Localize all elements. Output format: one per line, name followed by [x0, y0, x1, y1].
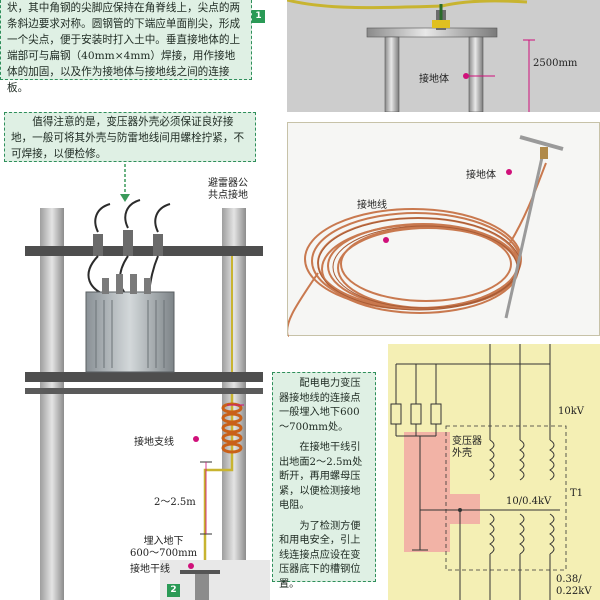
pointer-dot [188, 563, 194, 569]
pointer-dot [383, 237, 389, 243]
hv-label: 10kV [558, 406, 585, 417]
buried-label-line-2: 600～700mm [130, 548, 198, 559]
arrester-label-line-1: 避雷器公 [208, 178, 248, 189]
ground-wire-label: 接地线 [357, 200, 387, 211]
lv-label: 0.38/ 0.22kV [556, 574, 592, 598]
step-2-badge: 2 [167, 584, 180, 597]
pointer-dot [193, 436, 199, 442]
side-note: 配电电力变压器接地线的连接点一般埋入地下600～700mm处。 在接地干线引出地… [272, 372, 376, 590]
side-note-para-1: 配电电力变压器接地线的连接点一般埋入地下600～700mm处。 [279, 378, 361, 433]
transformer-label: T1 [570, 488, 584, 499]
ground-body-label-1: 接地体 [419, 74, 449, 85]
ground-rod-photo [287, 0, 600, 112]
pointer-dot [463, 73, 469, 79]
side-note-para-3: 为了检测方便和用电安全，引上线连接点应设在变压器底下的槽钢位置。 [279, 520, 361, 590]
warning-note-text: 值得注意的是，变压器外壳必须保证良好接地，一般可将其外壳与防雷地线间用螺栓拧紧，… [11, 116, 245, 160]
step-1-badge: 1 [252, 10, 265, 23]
buried-depth-label: 埋入地下 600～700mm [130, 536, 197, 560]
ground-wire-photo [287, 122, 600, 337]
pole-transformer-illustration [25, 164, 270, 600]
shell-label-line-2: 外壳 [452, 448, 472, 459]
shell-label-line-1: 变压器 [452, 436, 482, 447]
lv-label-line-2: 0.22kV [556, 586, 592, 597]
shell-label: 变压器 外壳 [452, 436, 482, 460]
depth-label: 2500mm [533, 58, 578, 69]
installation-note-text: 状，其中角钢的尖脚应保持在角脊线上，尖点的两条斜边要求对称。圆钢管的下端应单面削… [7, 2, 241, 94]
arrester-common-point-label: 避雷器公 共点接地 [208, 178, 248, 202]
arrester-label-line-2: 共点接地 [208, 190, 248, 201]
installation-note: 状，其中角钢的尖脚应保持在角脊线上，尖点的两条斜边要求对称。圆钢管的下端应单面削… [0, 0, 252, 94]
ground-body-label-2: 接地体 [466, 170, 496, 181]
lv-label-line-1: 0.38/ [556, 574, 582, 585]
ratio-label: 10/0.4kV [506, 496, 552, 507]
side-note-para-2: 在接地干线引出地面2～2.5m处断开，再用螺母压紧，以便检测接地电阻。 [279, 442, 363, 511]
height-label: 2～2.5m [154, 497, 196, 508]
warning-note: 值得注意的是，变压器外壳必须保证良好接地，一般可将其外壳与防雷地线间用螺栓拧紧，… [4, 112, 256, 162]
branch-wire-label: 接地支线 [134, 437, 174, 448]
trunk-wire-label: 接地干线 [130, 564, 170, 575]
pointer-dot [506, 169, 512, 175]
transformer-schematic [388, 344, 600, 600]
buried-label-line-1: 埋入地下 [143, 536, 184, 547]
